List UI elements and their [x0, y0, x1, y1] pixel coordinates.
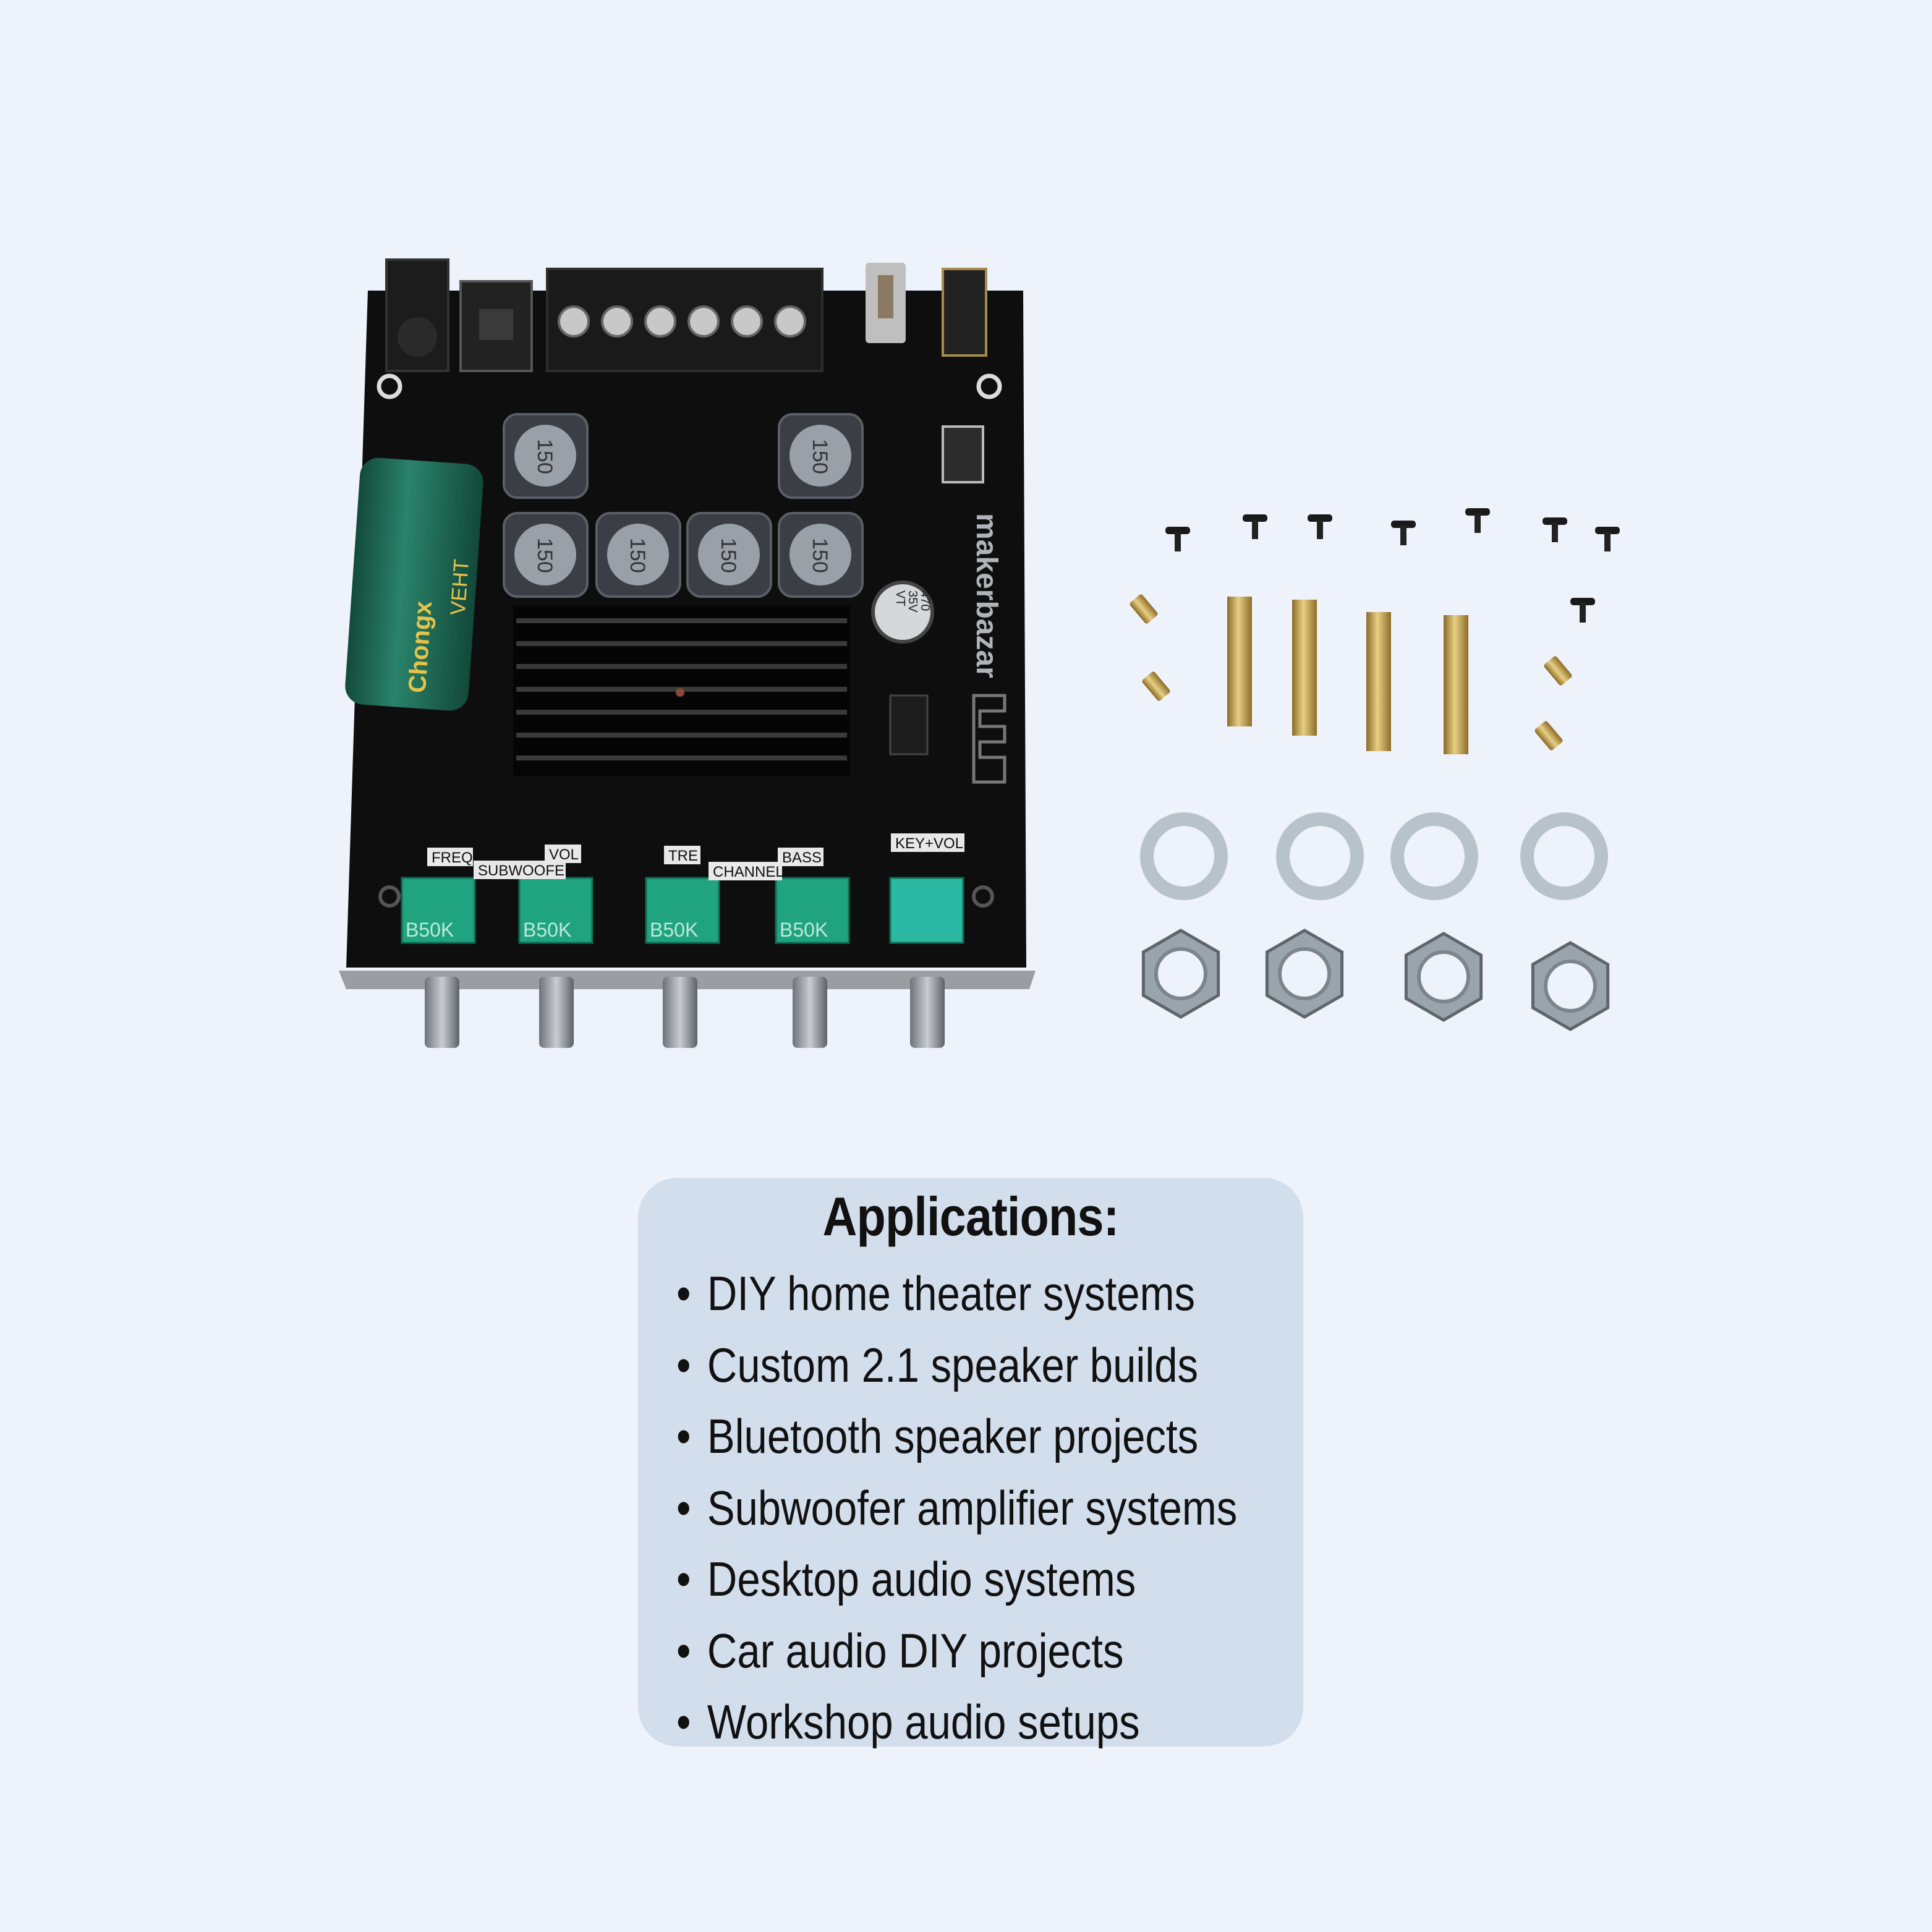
brass-standoff [1444, 615, 1468, 754]
inductor-label: 150 [717, 538, 740, 573]
brass-standoff [1292, 600, 1317, 736]
control-label: SUBWOOFER [478, 862, 575, 879]
brass-spacer [1544, 656, 1572, 686]
knob [663, 977, 697, 1048]
control-label: BASS [782, 849, 822, 866]
screw [1243, 514, 1267, 522]
list-item: •Subwoofer amplifier systems [676, 1480, 1238, 1535]
screw [1391, 521, 1416, 528]
heatsink-fin [516, 618, 847, 623]
inductor-label: 150 [533, 439, 556, 474]
terminal-screw [601, 305, 633, 338]
terminal-screw [644, 305, 676, 338]
brass-standoff [1227, 597, 1252, 726]
applications-list: •DIY home theater systems •Custom 2.1 sp… [676, 1258, 1329, 1758]
knob [910, 977, 945, 1048]
heatsink-fin [516, 641, 847, 646]
brass-spacer [1130, 594, 1158, 624]
list-item: •Desktop audio systems [676, 1552, 1136, 1606]
potentiometer [889, 877, 964, 944]
list-item: •Custom 2.1 speaker builds [676, 1337, 1199, 1392]
electrolytic-capacitor: Chongx VEHT [345, 457, 483, 711]
amplifier-board: 150 150 150 150 150 150 Chongx VEHT 470 35V V… [339, 258, 1036, 1048]
heatsink-fin [516, 664, 847, 669]
svg-text:VT: VT [893, 590, 907, 606]
knob [539, 977, 574, 1048]
applications-title: Applications: [822, 1186, 1119, 1247]
makerbazar-logo: makerbazar [970, 513, 1003, 678]
heatsink-fin [516, 733, 847, 738]
pot-label: B50K [650, 919, 698, 941]
knob [793, 977, 827, 1048]
screw [1165, 527, 1190, 534]
inductor-label: 150 [626, 538, 649, 573]
pot-label: B50K [406, 919, 454, 941]
inductor-label: 150 [808, 439, 832, 474]
control-label: CHANNEL [713, 864, 784, 880]
inductor-label: 150 [533, 538, 556, 573]
screw [1308, 514, 1332, 522]
pot-label: B50K [780, 919, 828, 941]
terminal-screw [558, 305, 590, 338]
potentiometer [775, 877, 850, 944]
screw [1595, 527, 1620, 534]
pot-label: B50K [523, 919, 571, 941]
control-label: VOL [549, 846, 579, 863]
brass-spacer [1534, 721, 1563, 751]
applications-panel: Applications: •DIY home theater systems … [638, 1178, 1303, 1749]
control-label: TRE [668, 848, 698, 864]
screw [1543, 517, 1567, 525]
washer [1140, 812, 1228, 900]
list-item: •Bluetooth speaker projects [676, 1409, 1199, 1463]
washer [1520, 812, 1608, 900]
svg-text:VEHT: VEHT [446, 558, 474, 616]
knob [425, 977, 459, 1048]
list-item: •DIY home theater systems [676, 1266, 1196, 1321]
control-label: FREQ [432, 849, 473, 866]
potentiometer [518, 877, 594, 944]
terminal-screw [774, 305, 806, 338]
screw [1570, 598, 1595, 605]
list-item: •Workshop audio setups [676, 1695, 1140, 1749]
svg-text:Chongx: Chongx [404, 600, 437, 694]
potentiometer [645, 877, 720, 944]
heatsink-fin [516, 755, 847, 760]
heatsink-fin [516, 710, 847, 715]
terminal-screw [731, 305, 763, 338]
washer [1390, 812, 1478, 900]
svg-text:470: 470 [918, 590, 932, 611]
potentiometer [401, 877, 476, 944]
terminal-screw [687, 305, 720, 338]
washer [1276, 812, 1364, 900]
list-item: •Car audio DIY projects [676, 1623, 1124, 1678]
screw [1465, 508, 1490, 516]
brass-standoff [1366, 612, 1391, 751]
mounting-hardware [1130, 508, 1620, 1031]
inductor-label: 150 [808, 538, 832, 573]
control-label: KEY+VOL [895, 835, 963, 852]
svg-text:35V: 35V [906, 590, 919, 613]
brass-spacer [1142, 671, 1170, 701]
